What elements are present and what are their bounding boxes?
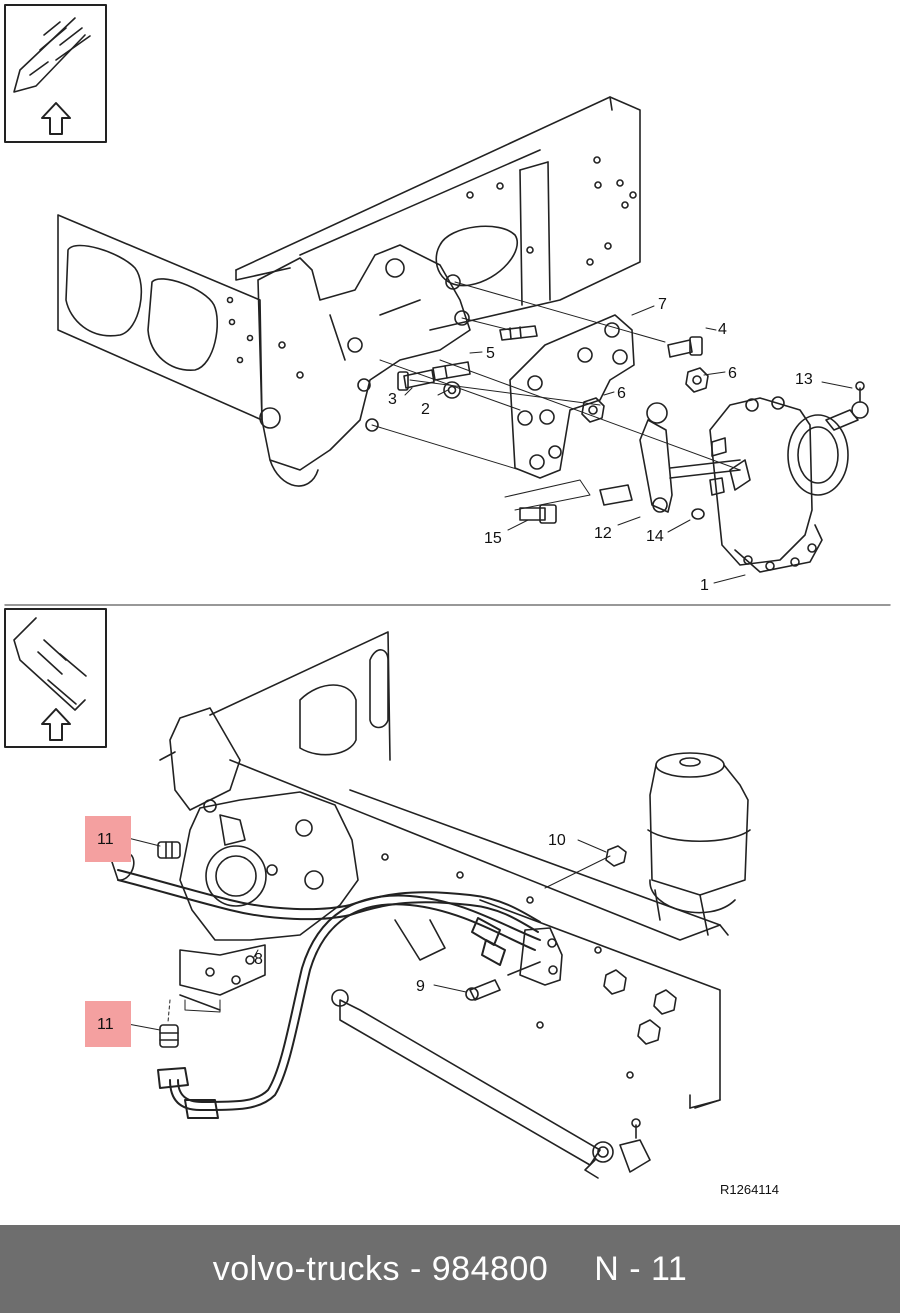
direction-arrow-icon	[4, 4, 107, 143]
bolt-3	[397, 369, 435, 391]
callout-11-upper: 11	[97, 831, 114, 848]
tie-rod-end-13	[825, 381, 869, 431]
footer-position: N - 11	[594, 1249, 688, 1288]
frame-rail-top	[235, 96, 641, 331]
callout-11-lower: 11	[97, 1016, 114, 1033]
highlight-box-lower	[85, 1001, 131, 1047]
stud-5	[499, 325, 538, 341]
bolt-4	[667, 336, 703, 358]
return-hose	[157, 894, 541, 1119]
callout-8: 8	[254, 951, 263, 968]
highlight-box-upper	[85, 816, 131, 862]
callout-7: 7	[658, 296, 667, 313]
cross-member-top	[57, 214, 263, 421]
pitman-arm	[599, 402, 741, 520]
hose-fitting-upper	[111, 841, 181, 881]
callout-2: 2	[421, 401, 430, 418]
callout-6: 6	[728, 365, 737, 382]
callout-9: 9	[416, 978, 425, 995]
reference-code: R1264114	[720, 1182, 779, 1197]
parts-diagram: 1 2 3 4 5 6 6 7 12 13 14 15 8 9 10 11 11…	[4, 4, 891, 1197]
callout-4: 4	[718, 321, 727, 338]
nut-6-upper	[685, 367, 709, 393]
callout-10: 10	[548, 832, 566, 849]
footer-brand-part: volvo-trucks - 984800	[212, 1249, 549, 1288]
footer-bar: volvo-trucks - 984800 N - 11	[0, 1225, 900, 1313]
callout-6b: 6	[617, 385, 626, 402]
callout-12: 12	[594, 525, 612, 542]
assembly-lines-top	[371, 281, 741, 511]
nut-10	[605, 845, 627, 867]
drag-link	[331, 989, 651, 1179]
callout-13: 13	[795, 371, 813, 388]
bolt-15	[519, 504, 557, 524]
hose-fitting-lower	[159, 1024, 179, 1048]
stud-5-lower	[432, 361, 471, 381]
steering-bracket-plate	[509, 314, 635, 479]
hose-bracket	[507, 927, 563, 986]
leader-lines-bottom	[127, 837, 611, 1031]
callout-15: 15	[484, 530, 502, 547]
fluid-reservoir	[647, 752, 751, 936]
callout-labels: 1 2 3 4 5 6 6 7 12 13 14 15 8 9 10 11 11	[97, 296, 813, 1033]
callout-3: 3	[388, 391, 397, 408]
nut-6-lower	[581, 397, 605, 423]
frame-rail-bottom	[209, 631, 729, 1109]
leader-lines-top	[404, 305, 853, 584]
callout-1: 1	[700, 577, 709, 594]
steering-gear	[709, 396, 849, 573]
callout-14: 14	[646, 528, 664, 545]
bolt-9	[465, 979, 501, 1001]
mounting-bracket-casting	[257, 244, 471, 487]
steering-gear-bottom	[159, 707, 359, 1013]
direction-arrow-icon	[4, 608, 107, 748]
washer-2	[443, 381, 461, 399]
callout-5: 5	[486, 345, 495, 362]
